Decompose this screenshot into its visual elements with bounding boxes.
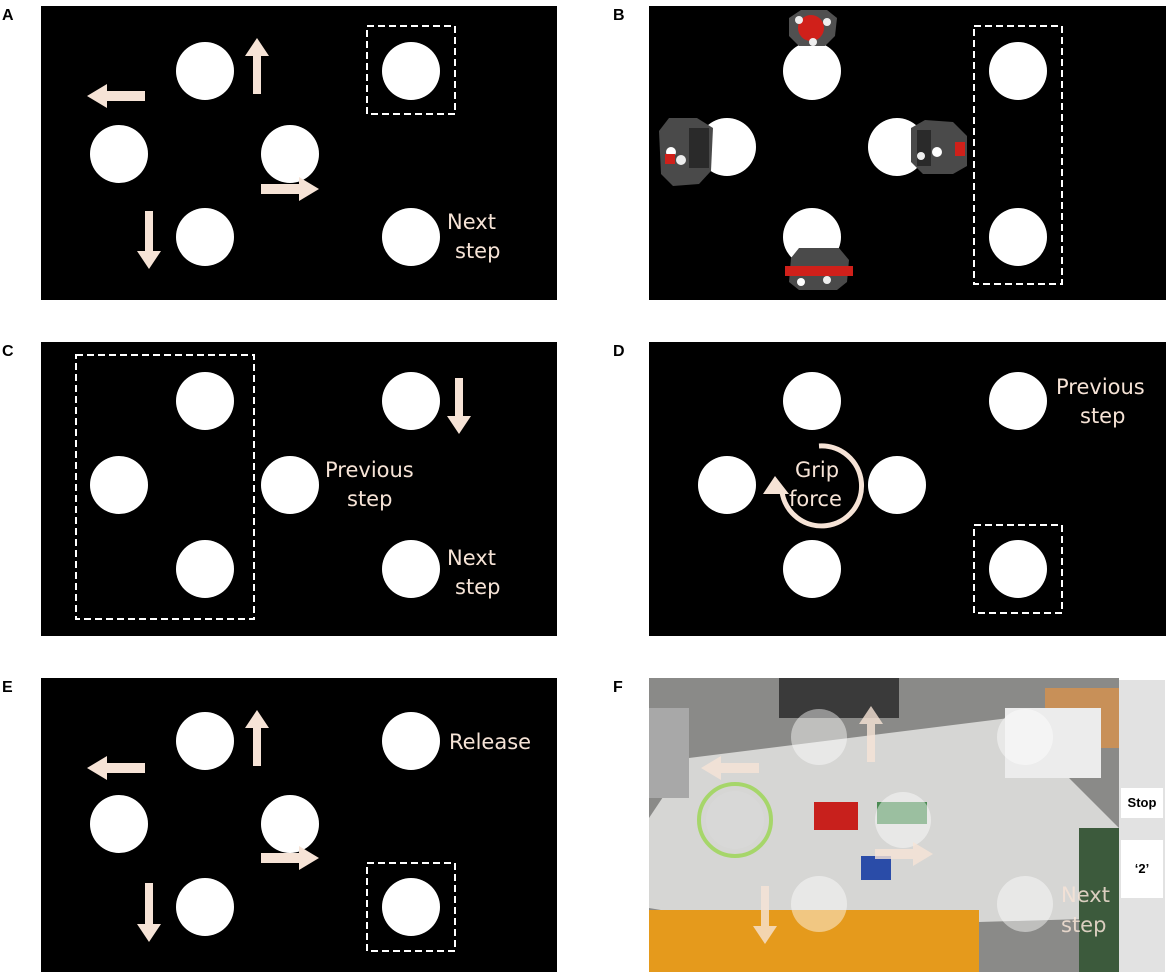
selection-dashed-box: [366, 25, 456, 115]
target-circle-right[interactable]: [261, 125, 319, 183]
next-step-text-line2: step: [455, 239, 500, 263]
panel-label-c: C: [2, 343, 14, 360]
target-circle-right[interactable]: [868, 456, 926, 514]
target-circle-down[interactable]: [176, 878, 234, 936]
arrow-down-icon: [753, 886, 777, 944]
panel-a: Next step: [41, 6, 557, 300]
target-circle-next[interactable]: [997, 876, 1053, 932]
target-circle-up[interactable]: [176, 42, 234, 100]
next-step-text-line2: step: [455, 575, 500, 599]
target-circle-select[interactable]: [382, 878, 440, 936]
previous-step-text-line1: Previous: [1056, 375, 1145, 399]
target-circle-select[interactable]: [989, 540, 1047, 598]
selection-dashed-box: [973, 25, 1063, 285]
panel-label-f: F: [613, 679, 623, 696]
target-circle-prev[interactable]: [989, 372, 1047, 430]
target-circle-right[interactable]: [261, 795, 319, 853]
stop-button[interactable]: Stop: [1121, 788, 1163, 818]
panel-label-a: A: [2, 7, 14, 24]
control-sidebar: Stop ‘2’: [1119, 680, 1165, 972]
next-step-text-line1: Next: [1061, 883, 1110, 907]
target-circle-left[interactable]: [90, 125, 148, 183]
grip-force-text-line1: Grip: [795, 458, 839, 482]
panel-label-e: E: [2, 679, 13, 696]
camera-scene-block-blue: [861, 856, 891, 880]
camera-scene-left-robot: [649, 708, 689, 798]
selected-ring-icon: [697, 782, 773, 858]
count-indicator: ‘2’: [1121, 840, 1163, 898]
panel-e: Release: [41, 678, 557, 972]
target-circle-up[interactable]: [783, 42, 841, 100]
arrow-down-icon: [447, 378, 471, 434]
arrow-left-icon: [87, 84, 145, 108]
target-circle-left[interactable]: [698, 456, 756, 514]
grip-force-text-line2: force: [789, 487, 842, 511]
target-circle-up[interactable]: [783, 372, 841, 430]
arrow-right-icon: [875, 842, 933, 866]
target-circle-down[interactable]: [176, 208, 234, 266]
arrow-up-icon: [859, 706, 883, 762]
next-step-text-line2: step: [1061, 913, 1106, 937]
previous-step-text-line2: step: [347, 487, 392, 511]
target-circle-up[interactable]: [176, 712, 234, 770]
target-circle-down[interactable]: [783, 540, 841, 598]
selection-dashed-box: [366, 862, 456, 952]
selection-dashed-box: [75, 354, 255, 620]
arrow-down-icon: [137, 211, 161, 269]
arrow-left-icon: [87, 756, 145, 780]
next-step-text-line1: Next: [447, 546, 496, 570]
target-circle-next[interactable]: [382, 540, 440, 598]
gripper-bottom-icon: [785, 248, 853, 290]
target-circle-up[interactable]: [176, 372, 234, 430]
camera-scene-tray: [649, 910, 979, 972]
panel-d: Grip force Previous step: [649, 342, 1166, 636]
previous-step-text-line1: Previous: [325, 458, 414, 482]
target-circle-prev[interactable]: [261, 456, 319, 514]
camera-scene-block-green: [877, 802, 927, 824]
panel-label-d: D: [613, 343, 625, 360]
arrow-left-icon: [701, 756, 759, 780]
target-circle-down[interactable]: [176, 540, 234, 598]
target-circle-col-top[interactable]: [989, 42, 1047, 100]
panel-b: [649, 6, 1166, 300]
target-circle-top-right[interactable]: [997, 709, 1053, 765]
target-circle-top-right[interactable]: [382, 372, 440, 430]
target-circle-select[interactable]: [382, 42, 440, 100]
previous-step-text-line2: step: [1080, 404, 1125, 428]
grip-force-arrowhead-icon: [763, 476, 789, 494]
arrow-up-icon: [245, 38, 269, 94]
target-circle-left[interactable]: [706, 791, 764, 849]
camera-scene-device: [1005, 708, 1101, 778]
target-circle-col-bottom[interactable]: [989, 208, 1047, 266]
target-circle-up[interactable]: [791, 709, 847, 765]
panel-label-b: B: [613, 7, 625, 24]
next-step-text-line1: Next: [447, 210, 496, 234]
gripper-top-icon: [789, 10, 837, 46]
release-text: Release: [449, 730, 531, 754]
camera-scene-machine: [779, 678, 899, 718]
arrow-right-icon: [261, 846, 319, 870]
camera-scene-block-red: [814, 802, 858, 830]
selection-dashed-box: [973, 524, 1063, 614]
gripper-right-icon: [911, 120, 967, 174]
target-circle-left[interactable]: [90, 456, 148, 514]
arrow-up-icon: [245, 710, 269, 766]
arrow-right-icon: [261, 177, 319, 201]
grip-force-rotate-icon: [779, 443, 865, 529]
panel-f: Next step: [649, 678, 1119, 972]
target-circle-left[interactable]: [90, 795, 148, 853]
target-circle-release[interactable]: [382, 712, 440, 770]
target-circle-right[interactable]: [875, 792, 931, 848]
camera-scene-right-floor: [1079, 828, 1119, 972]
target-circle-down[interactable]: [791, 876, 847, 932]
panel-c: Previous step Next step: [41, 342, 557, 636]
gripper-left-icon: [659, 118, 713, 186]
target-circle-next[interactable]: [382, 208, 440, 266]
arrow-down-icon: [137, 883, 161, 942]
